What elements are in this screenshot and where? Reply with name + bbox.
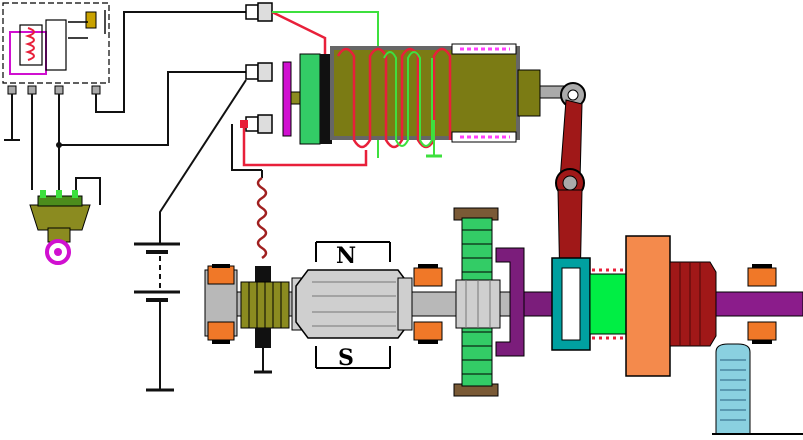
ignition-key-icon (29, 190, 91, 265)
bearing-right (747, 264, 777, 344)
control-wiring (4, 10, 246, 205)
brush-spring (256, 170, 268, 260)
ring-gear (453, 207, 501, 397)
pole-label-s: S (338, 345, 354, 371)
field-pole-north: N (315, 241, 391, 269)
terminal-30 (245, 62, 273, 82)
bearing-middle (413, 264, 443, 344)
overrunning-clutch (551, 257, 627, 351)
pole-label-n: N (336, 243, 356, 269)
solenoid-terminals (240, 2, 273, 134)
pinion-gear (625, 235, 717, 377)
output-shaft (715, 291, 803, 317)
field-pole-south: S (315, 345, 391, 371)
bearing-left (204, 264, 238, 344)
battery-symbol-icon (134, 79, 247, 392)
commutator (240, 266, 290, 374)
terminal-50 (245, 2, 273, 22)
flywheel-ring-gear (712, 343, 803, 435)
relay-box (2, 2, 110, 95)
armature-core (291, 269, 413, 339)
solenoid (231, 10, 571, 171)
